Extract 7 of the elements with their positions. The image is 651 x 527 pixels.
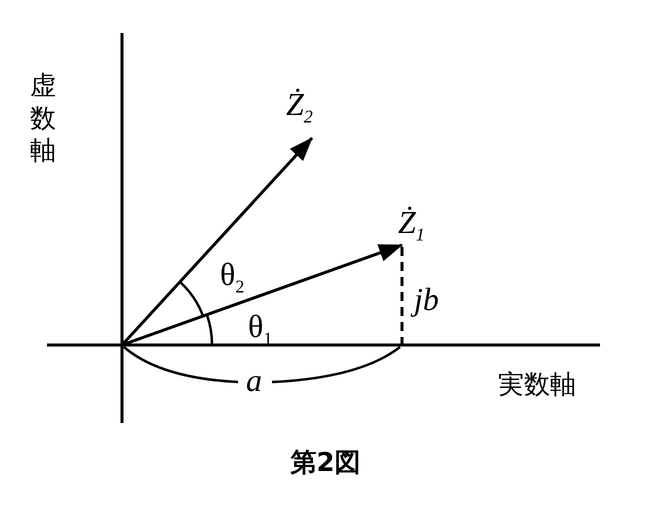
figure-caption: 第2図 [290, 448, 361, 478]
vector-label: Ż$_{1}$ [398, 206, 425, 244]
angle-label: θ$_{2}$ [220, 258, 244, 296]
axis-label: 虚数軸 [30, 70, 57, 168]
axis-label: 実数軸 [498, 372, 576, 398]
dimension-label: a [246, 364, 262, 396]
vector-label: Ż$_{2}$ [286, 88, 313, 126]
